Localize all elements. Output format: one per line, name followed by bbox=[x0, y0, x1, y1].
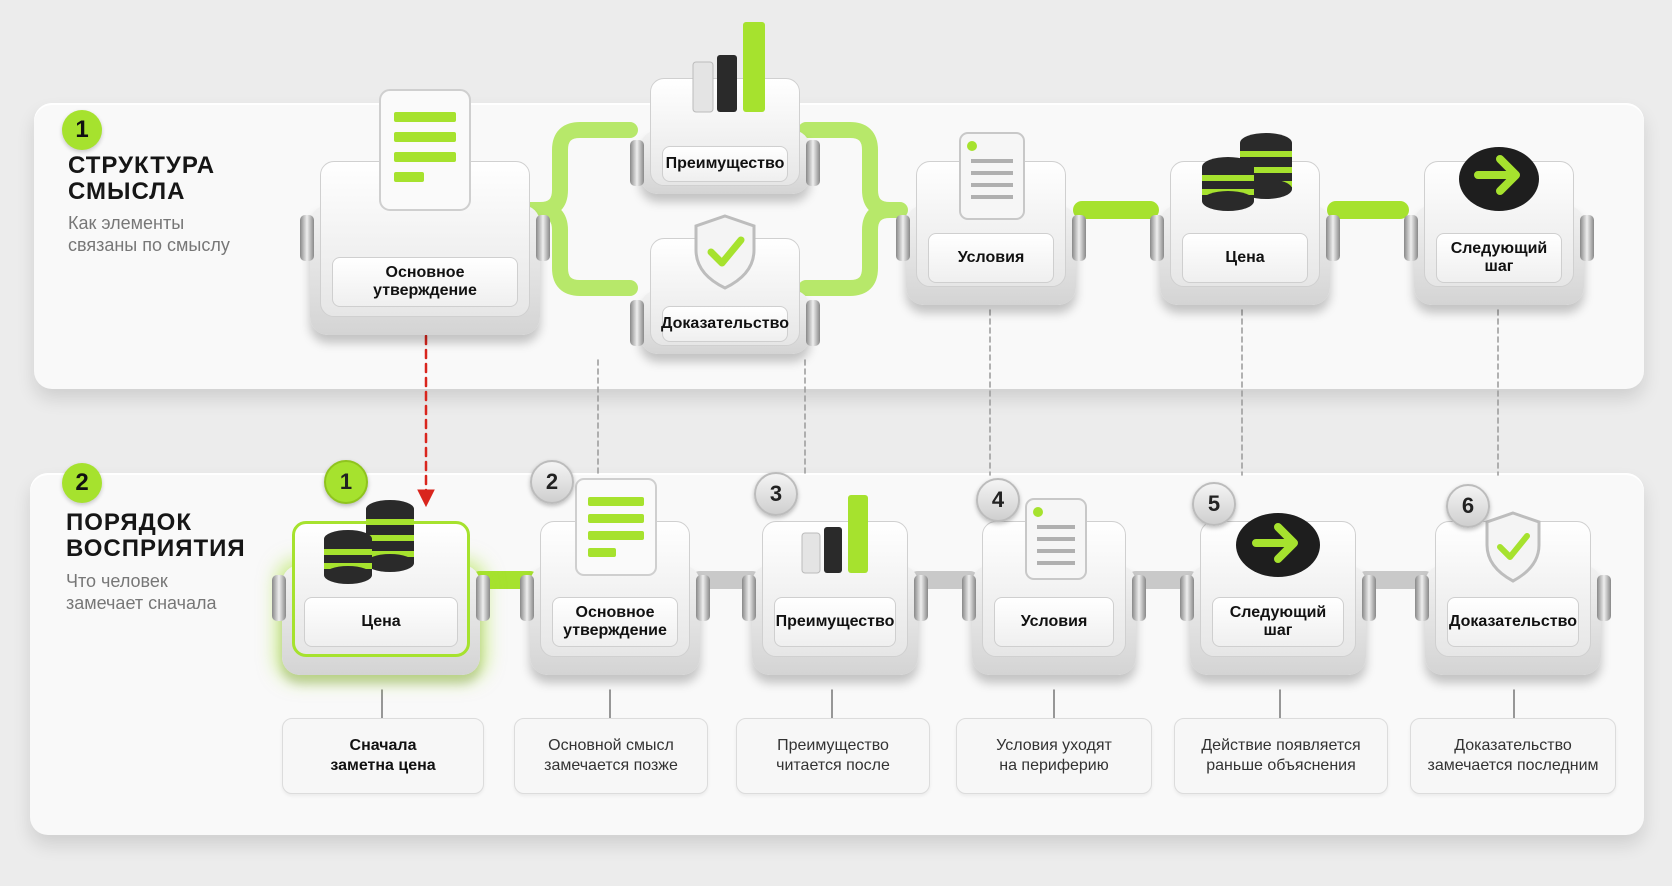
priority-shift-arrowhead bbox=[417, 489, 435, 508]
mapping-line-proof bbox=[597, 359, 806, 476]
step-note: Основной смысл замечается позже bbox=[514, 718, 708, 794]
bar-chart-icon bbox=[692, 22, 765, 113]
shield-check-icon bbox=[1485, 511, 1541, 583]
step-label: Следующий шаг bbox=[1212, 597, 1344, 647]
pipe-to-proof bbox=[512, 202, 638, 296]
module-next-step: Следующий шаг bbox=[1404, 147, 1594, 305]
coins-icon bbox=[324, 500, 414, 584]
list-document-icon bbox=[959, 132, 1025, 220]
step-note: Действие появляется раньше объяснения bbox=[1174, 718, 1388, 794]
module-label: Преимущество bbox=[662, 146, 788, 182]
step-main-claim: Основное утверждение bbox=[520, 478, 710, 675]
step-note: Условия уходят на периферию bbox=[956, 718, 1152, 794]
shield-check-icon bbox=[694, 214, 756, 290]
step-badge: 4 bbox=[976, 478, 1020, 522]
module-label: Доказательство bbox=[661, 306, 789, 342]
section-1-number: 1 bbox=[62, 110, 102, 150]
pipe-to-advantage bbox=[512, 122, 638, 218]
module-label: Основное утверждение bbox=[332, 257, 518, 307]
document-icon bbox=[379, 89, 471, 211]
step-note: Преимущество читается после bbox=[736, 718, 930, 794]
step-next-step: Следующий шаг bbox=[1180, 513, 1376, 675]
module-label: Цена bbox=[1182, 233, 1308, 283]
step-badge: 5 bbox=[1192, 482, 1236, 526]
step-badge: 2 bbox=[530, 460, 574, 504]
step-badge: 3 bbox=[754, 472, 798, 516]
module-price: Цена bbox=[1150, 133, 1340, 305]
step-label: Цена bbox=[304, 597, 458, 647]
coins-icon bbox=[1202, 133, 1292, 211]
step-label: Условия bbox=[994, 597, 1114, 647]
section-1-subtitle: Как элементы связаны по смыслу bbox=[68, 213, 230, 255]
step-label: Преимущество bbox=[774, 597, 896, 647]
bar-chart-icon bbox=[801, 495, 868, 574]
module-advantage: Преимущество bbox=[630, 22, 820, 194]
step-badge: 6 bbox=[1446, 484, 1490, 528]
step-conditions: Условия bbox=[962, 498, 1146, 675]
module-conditions: Условия bbox=[896, 132, 1086, 305]
step-label: Основное утверждение bbox=[552, 597, 678, 647]
section-2-number: 2 bbox=[62, 463, 102, 503]
step-label: Доказательство bbox=[1447, 597, 1579, 647]
document-icon bbox=[575, 478, 657, 576]
step-note: Сначала заметна цена bbox=[282, 718, 484, 794]
step-badge: 1 bbox=[324, 460, 368, 504]
section-2-title: ПОРЯДОК ВОСПРИЯТИЯ bbox=[66, 509, 246, 562]
step-advantage: Преимущество bbox=[742, 495, 928, 675]
arrow-right-icon bbox=[1236, 513, 1320, 577]
pipe-from-advantage bbox=[798, 122, 908, 218]
module-proof: Доказательство bbox=[630, 214, 820, 354]
module-main-claim: Основное утверждение bbox=[300, 89, 550, 335]
list-document-icon bbox=[1025, 498, 1087, 580]
section-2-subtitle: Что человек замечает сначала bbox=[66, 571, 217, 613]
section-1-title: СТРУКТУРА СМЫСЛА bbox=[68, 152, 216, 205]
arrow-right-icon bbox=[1459, 147, 1539, 211]
module-label: Следующий шаг bbox=[1436, 233, 1562, 283]
step-note: Доказательство замечается последним bbox=[1410, 718, 1616, 794]
step-proof: Доказательство bbox=[1415, 511, 1611, 675]
step-price: Цена bbox=[272, 500, 490, 675]
pipe-from-proof bbox=[798, 202, 898, 296]
module-label: Условия bbox=[928, 233, 1054, 283]
